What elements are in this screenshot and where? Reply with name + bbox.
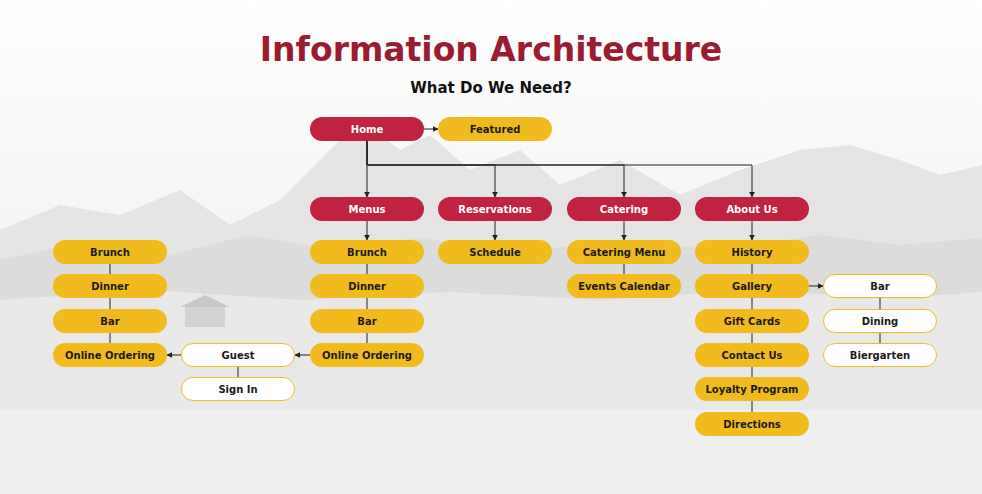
page-pill: Dinner: [310, 274, 424, 298]
node-label: Bar: [357, 316, 376, 327]
node-label: Biergarten: [850, 350, 910, 361]
page-pill: Brunch: [53, 240, 167, 264]
link-line: [752, 264, 753, 274]
section-pill: Catering: [567, 197, 681, 221]
node-label: Bar: [870, 281, 889, 292]
arrow-connector: [367, 141, 495, 197]
arrow-connector: [495, 221, 496, 240]
node-label: Menus: [349, 204, 386, 215]
link-line: [880, 298, 881, 309]
node-label: Bar: [100, 316, 119, 327]
page-pill: Gift Cards: [695, 309, 809, 333]
link-line: [367, 298, 368, 309]
sub-page-pill: Guest: [181, 343, 295, 367]
node-label: Dinner: [348, 281, 386, 292]
node-label: Reservations: [458, 204, 532, 215]
sub-page-pill: Biergarten: [823, 343, 937, 367]
page-pill: Directions: [695, 412, 809, 436]
page-pill: Gallery: [695, 274, 809, 298]
link-line: [880, 333, 881, 343]
node-label: Loyalty Program: [705, 384, 798, 395]
link-line: [367, 264, 368, 274]
section-pill: Menus: [310, 197, 424, 221]
link-line: [752, 367, 753, 377]
link-line: [752, 401, 753, 412]
node-label: About Us: [726, 204, 777, 215]
sub-page-pill: Bar: [823, 274, 937, 298]
arrow-connector: [367, 141, 624, 197]
node-label: Gift Cards: [724, 316, 780, 327]
arrow-connector: [752, 221, 753, 240]
node-label: Brunch: [90, 247, 130, 258]
arrow-connector: [367, 221, 368, 240]
page-pill: Loyalty Program: [695, 377, 809, 401]
page-pill: Bar: [53, 309, 167, 333]
node-label: Catering Menu: [583, 247, 666, 258]
subtitle: What Do We Need?: [0, 79, 982, 97]
page-pill: Featured: [438, 117, 552, 141]
node-label: Catering: [600, 204, 648, 215]
link-line: [367, 333, 368, 343]
node-label: Gallery: [732, 281, 772, 292]
page-pill: Catering Menu: [567, 240, 681, 264]
arrow-connector: [424, 129, 438, 130]
page-pill: Dinner: [53, 274, 167, 298]
section-pill: Reservations: [438, 197, 552, 221]
page-pill: Events Calendar: [567, 274, 681, 298]
node-label: Schedule: [469, 247, 521, 258]
arrow-connector: [295, 355, 310, 356]
link-line: [110, 298, 111, 309]
node-label: Online Ordering: [65, 350, 155, 361]
page-pill: Online Ordering: [310, 343, 424, 367]
page-pill: Contact Us: [695, 343, 809, 367]
page-pill: Brunch: [310, 240, 424, 264]
section-pill: About Us: [695, 197, 809, 221]
arrow-connector: [624, 221, 625, 240]
node-label: Featured: [470, 124, 521, 135]
arrow-connector: [809, 286, 823, 287]
node-label: History: [732, 247, 773, 258]
link-line: [110, 333, 111, 343]
page-pill: Schedule: [438, 240, 552, 264]
node-label: Brunch: [347, 247, 387, 258]
link-line: [752, 333, 753, 343]
page-title: Information Architecture: [0, 30, 982, 69]
section-pill: Home: [310, 117, 424, 141]
link-line: [752, 298, 753, 309]
node-label: Contact Us: [721, 350, 782, 361]
page-pill: History: [695, 240, 809, 264]
sub-page-pill: Dining: [823, 309, 937, 333]
node-label: Events Calendar: [578, 281, 670, 292]
node-label: Online Ordering: [322, 350, 412, 361]
link-line: [238, 367, 239, 377]
arrow-connector: [367, 141, 752, 197]
link-line: [624, 264, 625, 274]
node-label: Dinner: [91, 281, 129, 292]
link-line: [110, 264, 111, 274]
page-pill: Bar: [310, 309, 424, 333]
node-label: Dining: [862, 316, 899, 327]
page-pill: Online Ordering: [53, 343, 167, 367]
node-label: Guest: [222, 350, 255, 361]
node-label: Directions: [723, 419, 781, 430]
arrow-connector: [167, 355, 181, 356]
node-label: Sign In: [218, 384, 257, 395]
sub-page-pill: Sign In: [181, 377, 295, 401]
node-label: Home: [351, 124, 383, 135]
